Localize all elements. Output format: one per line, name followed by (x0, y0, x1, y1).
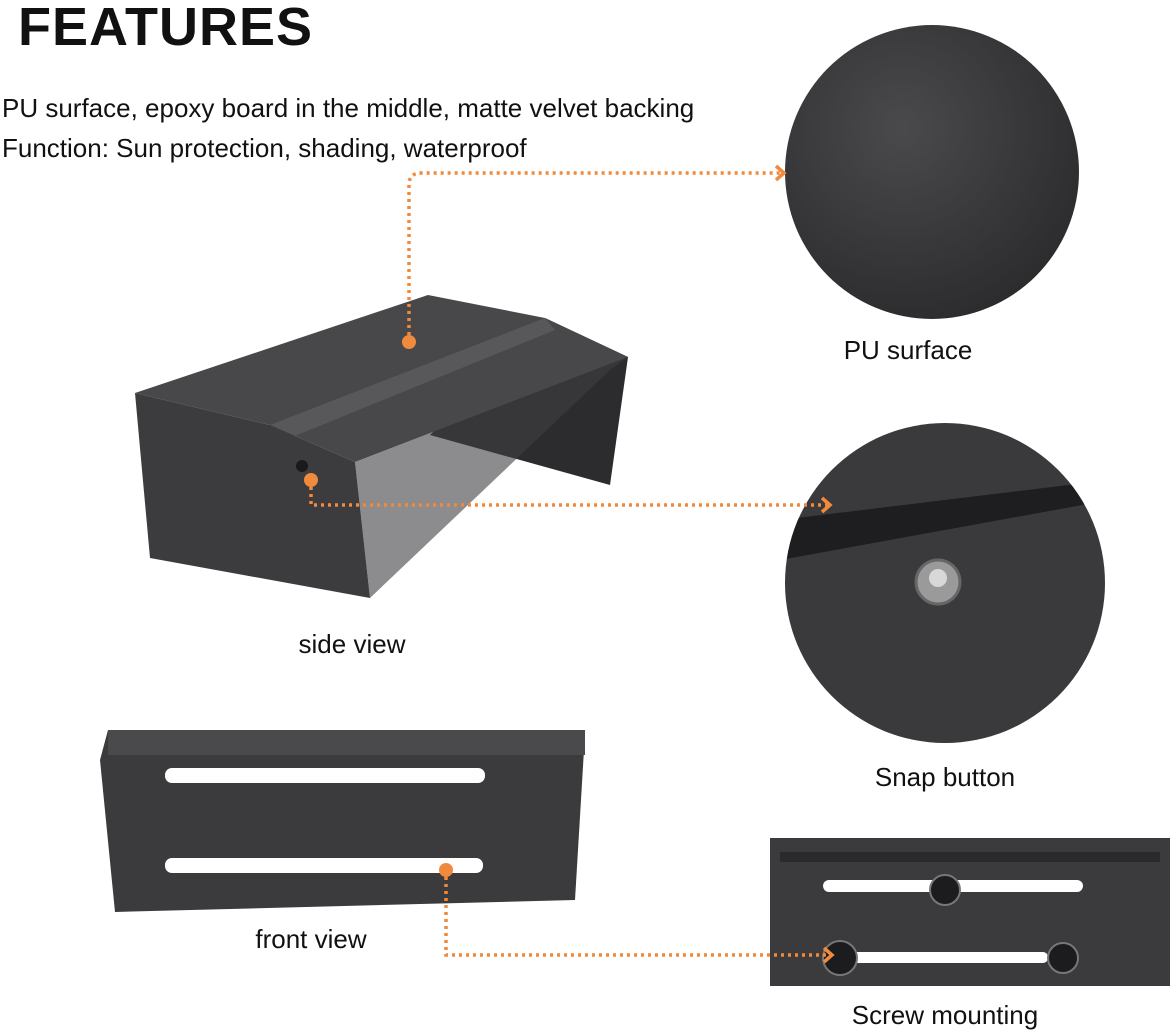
pu-surface-closeup (785, 25, 1079, 319)
knob-icon (822, 940, 858, 976)
caption-snap-button: Snap button (874, 762, 1016, 792)
screw-mounting-product (770, 838, 1170, 986)
callout-dot (304, 473, 318, 487)
caption-pu-surface: PU surface (843, 335, 973, 365)
callout-lines (309, 171, 830, 957)
arrow-icon (822, 946, 835, 964)
description-line-2: Function: Sun protection, shading, water… (2, 133, 527, 163)
snap-button-closeup (785, 423, 1105, 743)
knob-icon (1047, 942, 1079, 974)
description-line-1: PU surface, epoxy board in the middle, m… (2, 93, 695, 123)
caption-screw-mounting: Screw mounting (851, 1000, 1039, 1030)
arrow-icon (774, 164, 787, 182)
arrow-icon (820, 496, 833, 514)
callout-dot (439, 863, 453, 877)
callout-dot (402, 335, 416, 349)
front-view-product (100, 730, 585, 912)
knob-icon (929, 874, 961, 906)
caption-side-view: side view (298, 629, 406, 659)
side-view-product (135, 295, 628, 598)
caption-front-view: front view (255, 924, 367, 954)
page-title: FEATURES (18, 0, 314, 57)
